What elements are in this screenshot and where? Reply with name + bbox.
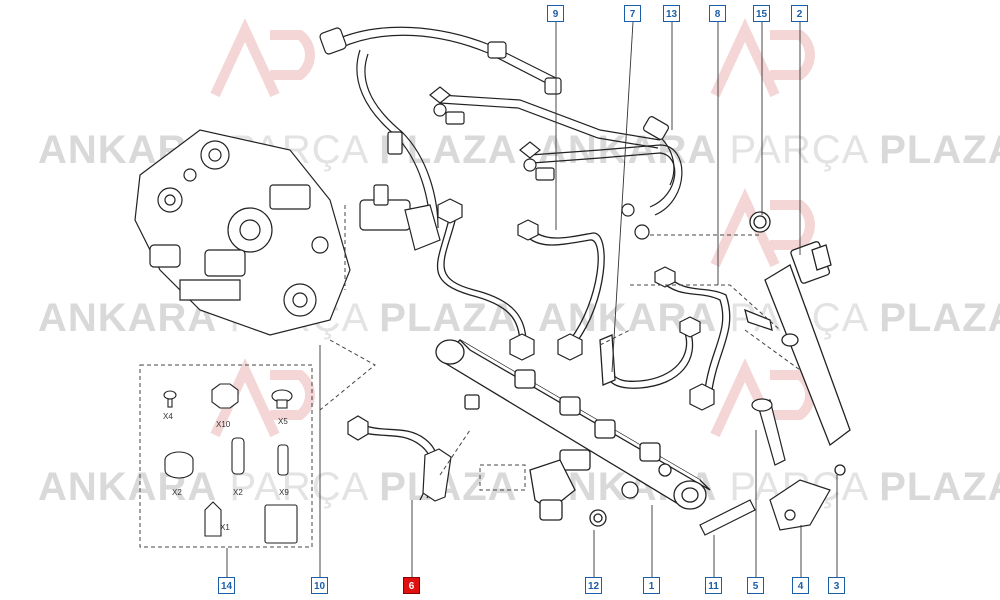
- callout-7[interactable]: 7: [624, 5, 641, 22]
- hose-connectors: [319, 27, 670, 251]
- watermark-logo-icon: [210, 358, 315, 438]
- callout-11[interactable]: 11: [705, 577, 722, 594]
- injector-pipes: [354, 214, 731, 501]
- return-hoses: [334, 26, 683, 231]
- callout-15[interactable]: 15: [753, 5, 770, 22]
- watermark-logo-icon: [710, 188, 815, 268]
- callout-9[interactable]: 9: [547, 5, 564, 22]
- high-pressure-pump: [134, 129, 351, 336]
- watermark-logo-icon: [210, 18, 315, 98]
- callout-12[interactable]: 12: [585, 577, 602, 594]
- kit-parts: [163, 383, 298, 544]
- callout-2[interactable]: 2: [791, 5, 808, 22]
- small-parts-kit-box: [139, 364, 313, 548]
- kit-label-x10: X10: [216, 420, 231, 429]
- kit-label-x5: X5: [278, 417, 288, 426]
- callout-5[interactable]: 5: [747, 577, 764, 594]
- pipe-nuts: [347, 198, 715, 502]
- callout-10[interactable]: 10: [311, 577, 328, 594]
- callout-leaders: [226, 21, 838, 577]
- kit-label-x1: X1: [220, 523, 230, 532]
- callout-14[interactable]: 14: [218, 577, 235, 594]
- injector: [744, 211, 851, 476]
- callout-8[interactable]: 8: [709, 5, 726, 22]
- bolts-and-clamp: [699, 398, 831, 536]
- leader-dashes: [319, 205, 801, 491]
- kit-label-x9: X9: [279, 488, 289, 497]
- kit-label-x2-b: X2: [233, 488, 243, 497]
- kit-label-x2-a: X2: [172, 488, 182, 497]
- callout-3[interactable]: 3: [828, 577, 845, 594]
- callout-4[interactable]: 4: [792, 577, 809, 594]
- watermark-logo-icon: [710, 18, 815, 98]
- callout-13[interactable]: 13: [663, 5, 680, 22]
- kit-label-x4: X4: [163, 412, 173, 421]
- fuel-rail: [435, 334, 711, 527]
- callout-1[interactable]: 1: [643, 577, 660, 594]
- callout-6-highlighted[interactable]: 6: [403, 577, 420, 594]
